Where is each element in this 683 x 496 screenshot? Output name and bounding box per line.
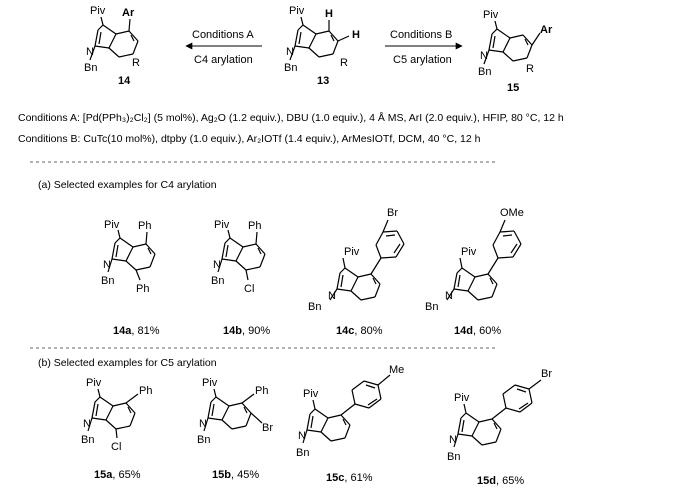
c14-piv-label: Piv [90, 5, 106, 17]
c15c-bn: Bn [296, 447, 309, 459]
c15b-bn: Bn [197, 434, 210, 446]
arrow-a-above: Conditions A [192, 29, 254, 41]
c15a-bn: Bn [81, 434, 94, 446]
c14-bn-label: Bn [84, 62, 97, 74]
c14c-para: Br [387, 207, 398, 219]
c14-n-label: N [86, 46, 94, 58]
c15a-n: N [83, 418, 91, 430]
conditions-a: Conditions A: [Pd(PPh₃)₂Cl₂] (5 mol%), A… [18, 111, 564, 124]
c15c-para: Me [389, 364, 404, 376]
c13-h2-label: H [352, 29, 360, 41]
c15b-caption: 15b, 45% [212, 469, 259, 481]
c15c-caption: 15c, 61% [326, 472, 373, 484]
compound-15d-structure [453, 379, 542, 448]
compound-14b-structure [217, 229, 266, 281]
c14a-c7: Ph [136, 283, 149, 295]
compound-15b-structure [203, 388, 263, 432]
c15-piv-label: Piv [483, 9, 499, 21]
arrow-b-above: Conditions B [390, 29, 452, 41]
c13-h1-label: H [325, 8, 333, 20]
c13-r-label: R [340, 57, 348, 69]
c15a-c7: Cl [111, 441, 121, 453]
c14a-piv: Piv [104, 219, 120, 231]
compound-14c-structure [329, 219, 405, 301]
c15a-c5: Ph [139, 385, 152, 397]
c14d-bn: Bn [425, 301, 438, 313]
c14a-c4: Ph [138, 220, 151, 232]
compound-14a-structure [107, 229, 156, 281]
section-a-title: (a) Selected examples for C4 arylation [38, 179, 217, 191]
c14a-caption: 14a, 81% [113, 325, 160, 337]
c15-id: 15 [507, 82, 519, 94]
c14b-c7: Cl [244, 283, 254, 295]
c15-r-label: R [526, 63, 534, 75]
c15d-para: Br [541, 368, 552, 380]
c14b-piv: Piv [214, 219, 230, 231]
c14d-piv: Piv [461, 246, 477, 258]
c15d-caption: 15d, 65% [477, 475, 524, 487]
c14a-bn: Bn [101, 275, 114, 287]
c15c-piv: Piv [303, 388, 319, 400]
c14b-n: N [213, 259, 221, 271]
c15-n-label: N [480, 50, 488, 62]
compound-15-structure [483, 20, 541, 65]
compound-14-structure [89, 16, 139, 61]
compound-15a-structure [87, 388, 139, 439]
compound-13-structure [289, 16, 350, 61]
c15d-piv: Piv [454, 392, 470, 404]
c14c-n: N [328, 290, 336, 302]
c14b-caption: 14b, 90% [223, 325, 270, 337]
c14a-n: N [103, 259, 111, 271]
c14d-caption: 14d, 60% [454, 325, 501, 337]
c13-n-label: N [286, 46, 294, 58]
c13-id: 13 [317, 75, 329, 87]
c15a-piv: Piv [86, 377, 102, 389]
c15d-bn: Bn [447, 451, 460, 463]
c15b-c6: Br [262, 422, 273, 434]
c14c-piv: Piv [344, 246, 360, 258]
c14b-bn: Bn [211, 275, 224, 287]
section-b-title: (b) Selected examples for C5 arylation [38, 357, 217, 369]
c14c-caption: 14c, 80% [336, 325, 383, 337]
conditions-b: Conditions B: CuTc(10 mol%), dtpby (1.0 … [18, 133, 481, 145]
arrow-a-below: C4 arylation [194, 54, 253, 66]
c14b-c4: Ph [248, 220, 261, 232]
arrow-b-below: C5 arylation [393, 54, 452, 66]
c14-ar-label: Ar [122, 7, 135, 19]
c14d-para: OMe [500, 207, 524, 219]
c15-ar-label: Ar [540, 24, 553, 36]
c15b-c5: Ph [255, 385, 268, 397]
c15-bn-label: Bn [478, 66, 491, 78]
c14d-n: N [445, 290, 453, 302]
c14c-bn: Bn [308, 301, 321, 313]
c14-r-label: R [132, 57, 140, 69]
c13-bn-label: Bn [284, 62, 297, 74]
c15b-piv: Piv [202, 377, 218, 389]
c15d-n: N [449, 434, 457, 446]
compound-14d-structure [446, 219, 522, 301]
c15b-n: N [199, 418, 207, 430]
c14-id: 14 [118, 75, 131, 87]
c15c-n: N [298, 430, 306, 442]
c13-piv-label: Piv [289, 5, 305, 17]
compound-15c-structure [302, 374, 391, 444]
c15a-caption: 15a, 65% [94, 469, 141, 481]
